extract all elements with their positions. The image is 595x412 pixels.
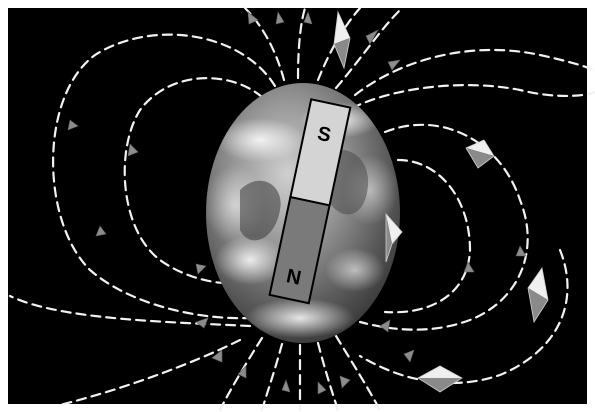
magnet-north-half — [268, 195, 331, 305]
bar-magnet: S N — [268, 98, 352, 305]
field-line — [218, 336, 264, 412]
compass-needle — [527, 266, 549, 324]
field-arrow — [95, 225, 107, 237]
field-arrow — [463, 261, 475, 273]
field-arrow — [281, 379, 291, 393]
field-arrows — [67, 11, 527, 395]
field-line — [123, 77, 264, 285]
field-line — [260, 342, 284, 412]
compass-needle — [417, 365, 463, 393]
field-line — [316, 341, 340, 412]
compass-needle — [333, 10, 351, 70]
earth-clouds — [206, 102, 398, 338]
field-arrow — [275, 11, 285, 25]
field-arrow — [317, 381, 327, 395]
field-arrow — [127, 143, 139, 157]
field-arrow — [515, 245, 527, 257]
field-arrow — [403, 349, 415, 363]
field-arrow — [379, 319, 391, 333]
field-line — [358, 248, 569, 385]
field-arrow — [195, 263, 207, 275]
field-line — [334, 334, 382, 412]
field-line — [52, 33, 277, 320]
field-arrow — [339, 375, 351, 389]
magnet-south-label: S — [315, 123, 333, 147]
field-arrow — [195, 317, 209, 329]
field-arrow — [387, 59, 401, 71]
field-arrow — [67, 119, 79, 131]
magnet-north-label: N — [284, 265, 303, 290]
field-line — [296, 6, 307, 80]
field-line — [58, 338, 242, 407]
field-line — [353, 48, 595, 97]
compass-needles — [333, 10, 549, 393]
field-line — [350, 84, 595, 110]
field-line — [383, 158, 472, 314]
field-arrow — [365, 29, 379, 45]
field-line — [334, 8, 402, 90]
field-arrow — [237, 365, 247, 379]
compass-needle — [465, 139, 495, 169]
compass-needle — [385, 212, 403, 263]
field-arrow — [303, 11, 313, 25]
field-line — [8, 294, 252, 328]
field-arrow — [211, 349, 223, 363]
field-arrow — [247, 11, 259, 25]
